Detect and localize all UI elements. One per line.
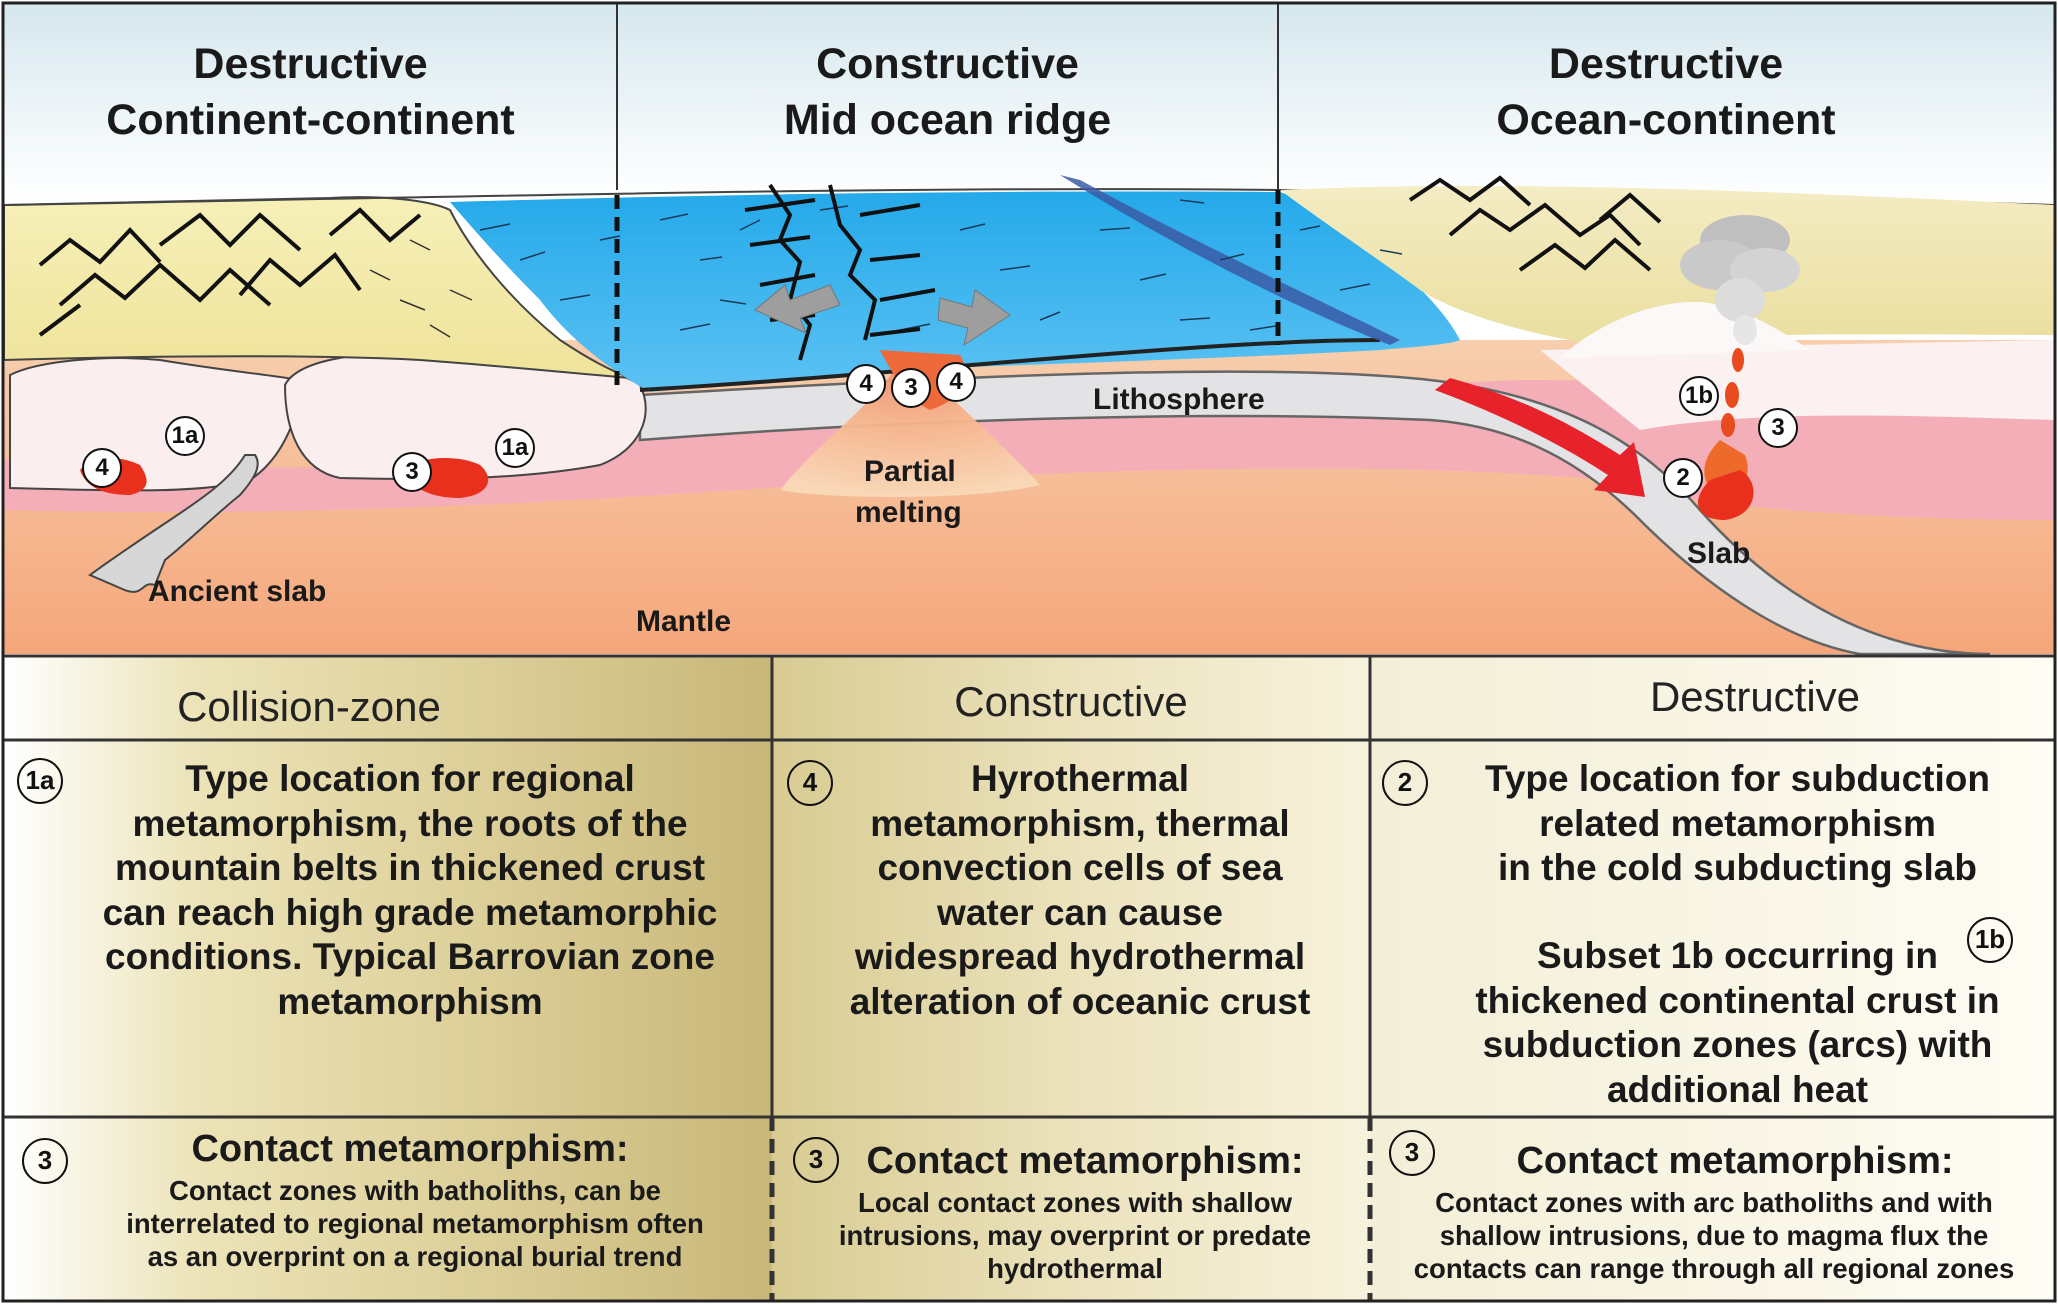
- header-right-line1: Destructive: [1548, 40, 1784, 88]
- contact-text-center: Local contact zones with shallow intrusi…: [780, 1186, 1370, 1285]
- marker-1a-left: 1a: [165, 416, 205, 456]
- spreading-arrow-right: [937, 289, 1011, 347]
- label-slab: Slab: [1687, 537, 1751, 570]
- header-right: Destructive Ocean-continent: [1278, 36, 2054, 148]
- collision-line-2: metamorphism, the roots of the: [132, 802, 688, 844]
- contact-title-left: Contact metamorphism:: [191, 1128, 629, 1170]
- constructive-line-6: alteration of oceanic crust: [849, 980, 1311, 1022]
- marker-3-ridge: 3: [891, 368, 931, 408]
- subduction-arrow: [1435, 378, 1645, 497]
- table-marker-2: 2: [1382, 760, 1428, 806]
- constructive-line-2: metamorphism, thermal: [870, 802, 1290, 844]
- collision-line-5: conditions. Typical Barrovian zone: [105, 936, 715, 977]
- contact-center-line-2: intrusions, may overprint or predate: [838, 1220, 1312, 1251]
- destructive-line-4: Subset 1b occurring in: [1537, 935, 1938, 976]
- contact-center-line-1: Local contact zones with shallow: [858, 1187, 1292, 1218]
- contact-right-line-2: shallow intrusions, due to magma flux th…: [1439, 1220, 1989, 1251]
- constructive-line-4: water can cause: [937, 891, 1223, 933]
- marker-2-slab: 2: [1663, 458, 1703, 498]
- marker-1a-right: 1a: [495, 428, 535, 468]
- constructive-line-1: Hyrothermal: [971, 758, 1189, 799]
- label-partial-melting-1: Partial: [864, 455, 956, 488]
- header-left-line2: Continent-continent: [106, 96, 515, 144]
- header-left-line1: Destructive: [193, 40, 428, 88]
- sky-background: [4, 4, 2054, 204]
- collision-line-3: mountain belts in thickened crust: [114, 847, 706, 888]
- table-collision-col: [4, 656, 772, 1300]
- collision-line-6: metamorphism: [277, 980, 543, 1022]
- ridge-fractures: [744, 183, 936, 361]
- header-left: Destructive Continent-continent: [4, 36, 617, 148]
- collision-description: Type location for regional metamorphism,…: [60, 757, 760, 1024]
- table-marker-1a: 1a: [17, 758, 63, 804]
- marker-4-ridge-left: 4: [846, 364, 886, 404]
- label-partial-melting-2: melting: [855, 496, 962, 529]
- contact-left-line-2: interrelated to regional metamorphism of…: [126, 1208, 704, 1239]
- header-center-line1: Constructive: [816, 40, 1079, 88]
- table-destructive-col: [1370, 656, 2054, 1300]
- marker-3-arc: 3: [1758, 408, 1798, 448]
- marker-3-left: 3: [392, 452, 432, 492]
- marker-4-ridge-right: 4: [936, 362, 976, 402]
- ancient-slab: [88, 454, 259, 593]
- marker-1b-arc: 1b: [1679, 376, 1719, 416]
- right-continent: [1280, 185, 2054, 345]
- table-marker-4: 4: [787, 760, 833, 806]
- partial-melting-zone: [780, 360, 1040, 497]
- ocean-lithosphere: [450, 191, 1460, 392]
- constructive-line-5: widespread hydrothermal: [854, 936, 1306, 977]
- label-mantle: Mantle: [636, 605, 732, 638]
- destructive-line-7: additional heat: [1606, 1068, 1869, 1110]
- destructive-line-3: in the cold subducting slab: [1498, 847, 1977, 888]
- column-header-destructive: Destructive: [1649, 673, 1861, 720]
- label-ancient-slab: Ancient slab: [148, 575, 327, 608]
- constructive-line-3: convection cells of sea: [877, 847, 1283, 888]
- table-grid: [4, 654, 2054, 1300]
- collision-line-4: can reach high grade metamorphic: [102, 891, 718, 933]
- header-center: Constructive Mid ocean ridge: [617, 36, 1278, 148]
- plate-boundaries: [614, 190, 1281, 385]
- destructive-line-1: Type location for subduction: [1485, 758, 1990, 799]
- contact-right-line-1: Contact zones with arc batholiths and wi…: [1435, 1187, 1993, 1218]
- subducting-slab: [638, 370, 1991, 656]
- contact-marker-right: 3: [1389, 1130, 1435, 1176]
- subduction-strip: [1060, 175, 1400, 345]
- header-center-line2: Mid ocean ridge: [783, 96, 1112, 144]
- volcanic-plume: [1680, 215, 1800, 345]
- destructive-line-2: related metamorphism: [1539, 802, 1936, 844]
- marker-4-left: 4: [82, 448, 122, 488]
- constructive-description: Hyrothermal metamorphism, thermal convec…: [820, 757, 1340, 1024]
- left-continent-texture: [369, 239, 473, 338]
- destructive-description-b: Subset 1b occurring in thickened contine…: [1420, 934, 2055, 1112]
- contact-left-line-1: Contact zones with batholiths, can be: [169, 1175, 661, 1206]
- label-lithosphere: Lithosphere: [1093, 383, 1265, 416]
- contact-title-center: Contact metamorphism:: [866, 1140, 1304, 1182]
- ocean-base-line: [639, 338, 1381, 392]
- left-mountain-lines: [38, 207, 422, 337]
- column-header-collision: Collision-zone: [177, 683, 441, 730]
- contact-center-line-3: hydrothermal: [987, 1253, 1163, 1284]
- destructive-line-6: subduction zones (arcs) with: [1482, 1024, 1993, 1065]
- contact-text-left: Contact zones with batholiths, can be in…: [60, 1174, 770, 1273]
- contact-text-right: Contact zones with arc batholiths and wi…: [1378, 1186, 2050, 1285]
- contact-marker-left: 3: [22, 1138, 68, 1184]
- contact-marker-center: 3: [793, 1137, 839, 1183]
- header-right-line2: Ocean-continent: [1496, 96, 1836, 144]
- destructive-description-a: Type location for subduction related met…: [1420, 757, 2055, 891]
- spreading-arrow-left: [754, 284, 841, 334]
- contact-left-line-3: as an overprint on a regional burial tre…: [147, 1241, 683, 1272]
- column-header-constructive: Constructive: [954, 678, 1188, 725]
- right-mountain-lines: [1408, 175, 1662, 272]
- table-constructive-col: [772, 656, 1370, 1300]
- arc-magma: [1698, 348, 1754, 520]
- table-marker-1b: 1b: [1967, 917, 2013, 963]
- destructive-line-5: thickened continental crust in: [1475, 979, 2000, 1021]
- contact-right-line-3: contacts can range through all regional …: [1413, 1253, 2015, 1284]
- right-lithosphere: [1540, 340, 2054, 430]
- collision-line-1: Type location for regional: [185, 758, 635, 799]
- contact-title-right: Contact metamorphism:: [1516, 1140, 1954, 1182]
